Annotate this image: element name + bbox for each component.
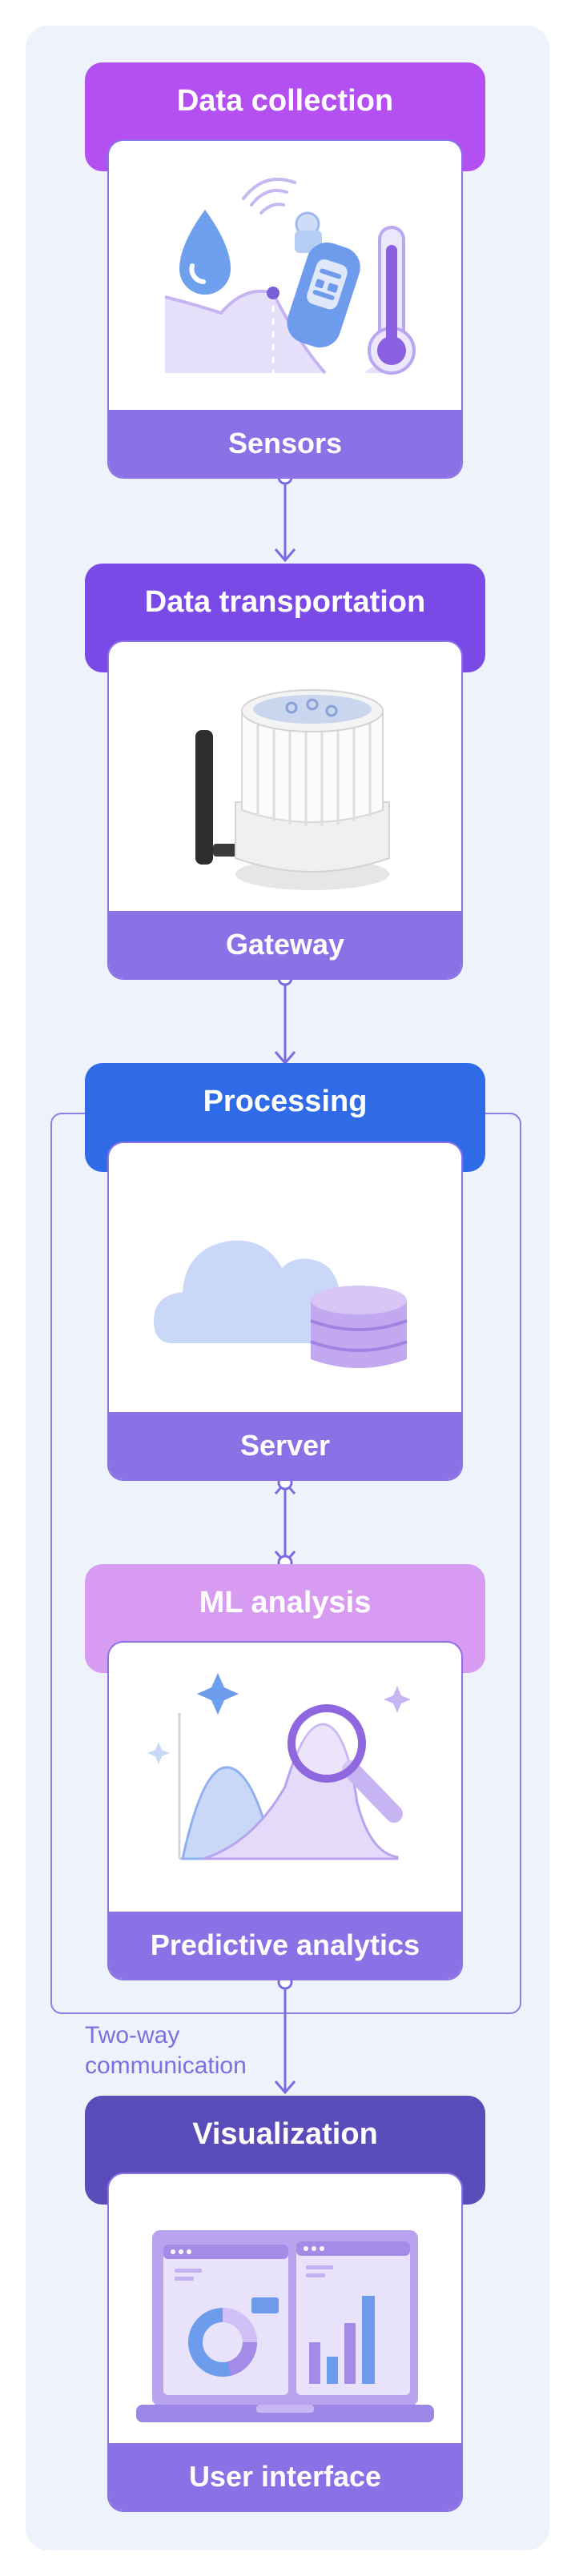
note-line: communication bbox=[85, 2052, 247, 2079]
stage-title: Processing bbox=[203, 1085, 368, 1118]
stage-card-sensors: Sensors bbox=[107, 139, 463, 479]
ml-illustration bbox=[147, 1673, 411, 1860]
note-line: Two-way bbox=[85, 2022, 180, 2048]
stage-footer-label: Server bbox=[109, 1412, 461, 1479]
gateway-device-icon bbox=[195, 689, 390, 890]
stage-title: Data collection bbox=[176, 84, 394, 118]
stage-footer-label: Predictive analytics bbox=[109, 1912, 461, 1979]
stage-card-user-interface: User interface bbox=[107, 2173, 463, 2512]
stage-footer-label: Gateway bbox=[109, 911, 461, 978]
wireless-sensor-icon bbox=[242, 178, 296, 215]
sparkle-icon bbox=[147, 1673, 411, 1764]
stage-title: Data transportation bbox=[144, 585, 426, 619]
stage-title: Visualization bbox=[192, 2117, 378, 2151]
monitor-icon bbox=[136, 2230, 434, 2422]
database-icon bbox=[310, 1286, 408, 1368]
stage-card-server: Server bbox=[107, 1142, 463, 1481]
two-way-communication-note: Two-way communication bbox=[85, 2020, 293, 2081]
stage-card-gateway: Gateway bbox=[107, 640, 463, 980]
magnifier-icon bbox=[288, 1704, 403, 1823]
water-drop-icon bbox=[179, 210, 231, 295]
sensors-illustration bbox=[164, 178, 416, 375]
stage-title: ML analysis bbox=[199, 1586, 372, 1619]
stage-card-predictive-analytics: Predictive analytics bbox=[107, 1641, 463, 1980]
server-illustration bbox=[154, 1240, 408, 1368]
stage-footer-label: Sensors bbox=[109, 410, 461, 477]
stage-footer-label: User interface bbox=[109, 2443, 461, 2510]
bar-chart-icon bbox=[309, 2296, 375, 2384]
donut-chart-icon bbox=[188, 2308, 257, 2377]
thermometer-icon bbox=[368, 226, 416, 375]
